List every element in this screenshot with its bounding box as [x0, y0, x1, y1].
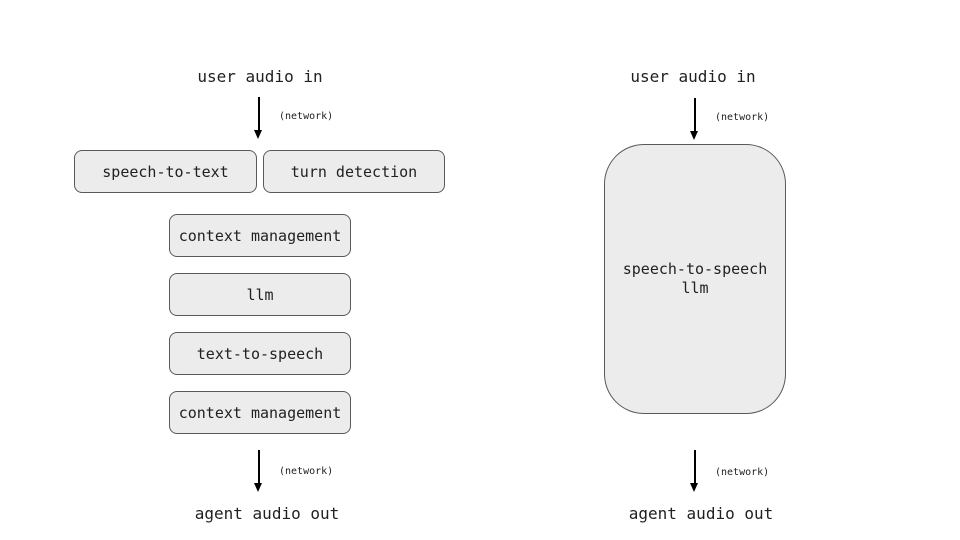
pipeline-output-arrow-line — [258, 450, 260, 483]
pipeline-output-label: agent audio out — [194, 504, 340, 523]
node-speech-to-speech-llm: speech-to-speech llm — [604, 144, 786, 414]
s2s-network-out-label: (network) — [715, 467, 770, 478]
node-llm: llm — [169, 273, 351, 316]
pipeline-input-arrow-head — [254, 130, 262, 139]
s2s-input-arrow-line — [694, 98, 696, 131]
s2s-input-label: user audio in — [630, 67, 756, 86]
s2s-output-label: agent audio out — [628, 504, 774, 523]
pipeline-network-in-label: (network) — [279, 111, 334, 122]
pipeline-input-label: user audio in — [197, 67, 323, 86]
pipeline-network-out-label: (network) — [279, 466, 334, 477]
node-context-management-2: context management — [169, 391, 351, 434]
node-turn-detection: turn detection — [263, 150, 445, 193]
s2s-output-arrow-head — [690, 483, 698, 492]
pipeline-input-arrow-line — [258, 97, 260, 130]
s2s-network-in-label: (network) — [715, 112, 770, 123]
pipeline-output-arrow-head — [254, 483, 262, 492]
s2s-box-line1: speech-to-speech — [622, 260, 768, 278]
s2s-output-arrow-line — [694, 450, 696, 483]
node-text-to-speech: text-to-speech — [169, 332, 351, 375]
node-context-management-1: context management — [169, 214, 351, 257]
s2s-box-line2: llm — [681, 279, 709, 297]
node-speech-to-text: speech-to-text — [74, 150, 257, 193]
s2s-input-arrow-head — [690, 131, 698, 140]
